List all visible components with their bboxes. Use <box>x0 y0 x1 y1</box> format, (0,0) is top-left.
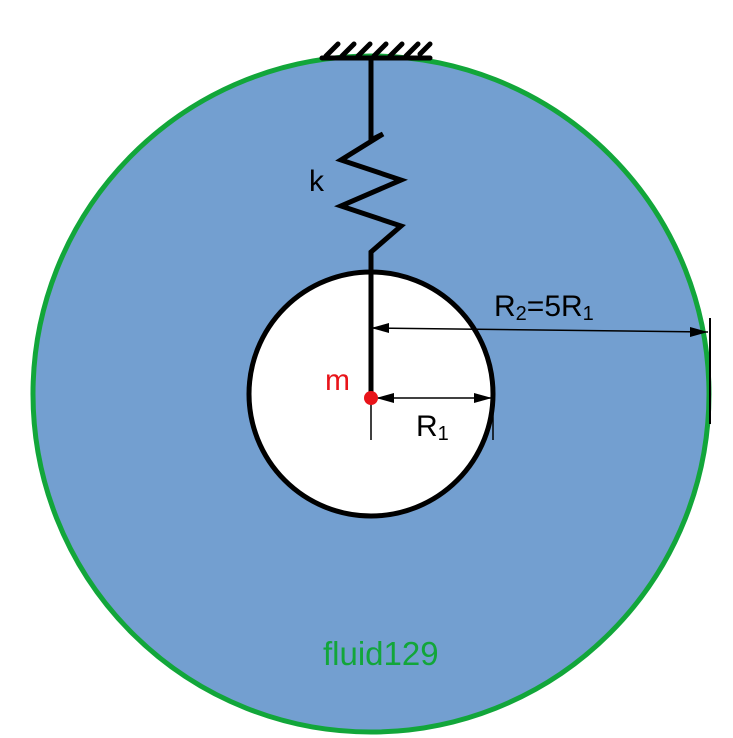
outer-radius-dimension <box>370 318 711 424</box>
spring-constant-label: k <box>309 165 325 198</box>
mass-point <box>364 391 378 405</box>
fluid-label: fluid129 <box>323 635 439 672</box>
inner-radius-dimension <box>370 393 494 440</box>
mass-label: m <box>325 364 350 397</box>
spring <box>334 55 408 397</box>
outer-radius-label: R2=5R1 <box>494 290 594 325</box>
fixed-support <box>319 41 433 61</box>
inner-radius-label: R1 <box>416 410 449 445</box>
